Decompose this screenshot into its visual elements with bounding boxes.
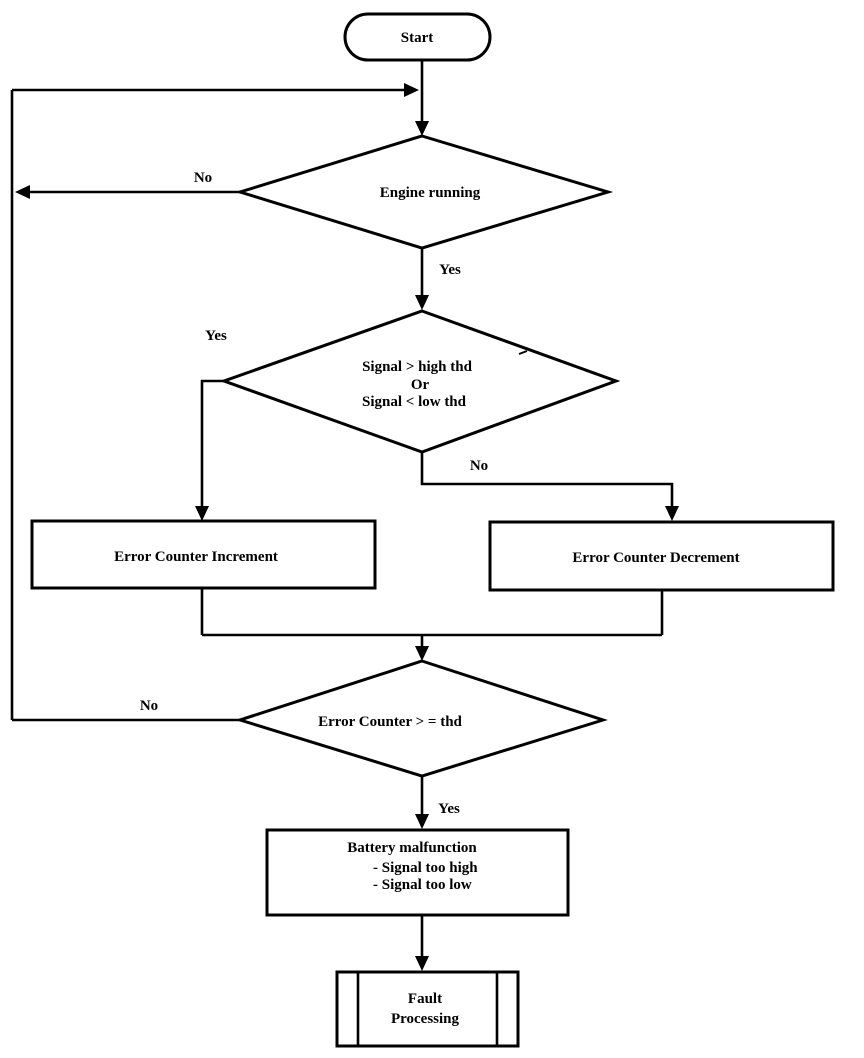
arrowhead-engine-top-icon xyxy=(415,121,429,136)
fault-processing-line2: Processing xyxy=(391,1011,460,1027)
error-counter-threshold-decision xyxy=(235,659,608,778)
error-counter-decrement-label: Error Counter Decrement xyxy=(572,550,739,566)
arrowhead-fault-top-icon xyxy=(415,956,429,971)
start-node xyxy=(343,12,492,62)
arrowhead-engine-no-icon xyxy=(15,185,30,199)
arrowhead-battery-top-icon xyxy=(415,814,429,829)
edge-label-threshold-yes: Yes xyxy=(438,801,460,817)
edge-label-signal-no: No xyxy=(470,458,488,474)
scan-speck-artifact xyxy=(518,350,528,355)
edge-label-signal-yes: Yes xyxy=(205,328,227,344)
connector-signal-no xyxy=(420,452,674,507)
connector-signal-yes xyxy=(200,379,224,507)
error-counter-threshold-label: Error Counter > = thd xyxy=(318,714,462,730)
arrowhead-loop-join-icon xyxy=(404,83,419,97)
start-label: Start xyxy=(401,30,434,46)
battery-malfunction-line2: - Signal too high xyxy=(373,860,478,876)
engine-running-decision xyxy=(234,134,614,250)
arrowhead-decrement-top-icon xyxy=(665,506,679,521)
battery-malfunction-line3: - Signal too low xyxy=(373,877,472,893)
battery-malfunction-box xyxy=(265,828,570,917)
error-counter-increment-label: Error Counter Increment xyxy=(114,549,278,565)
signal-threshold-line2: Or xyxy=(411,377,430,393)
battery-malfunction-line1: Battery malfunction xyxy=(347,840,477,856)
fault-processing-box xyxy=(335,970,520,1048)
edge-label-threshold-no: No xyxy=(140,698,158,714)
edge-label-engine-no: No xyxy=(194,170,212,186)
signal-threshold-line3: Signal < low thd xyxy=(362,394,467,410)
arrowhead-signal-top-icon xyxy=(415,295,429,310)
fault-processing-line1: Fault xyxy=(408,991,442,1007)
error-counter-increment-box xyxy=(30,519,377,590)
arrowhead-threshold-top-icon xyxy=(415,646,429,661)
arrowhead-increment-top-icon xyxy=(195,506,209,521)
engine-running-label: Engine running xyxy=(380,185,481,201)
signal-threshold-line1: Signal > high thd xyxy=(362,359,473,375)
edge-label-engine-yes: Yes xyxy=(439,262,461,278)
error-counter-decrement-box xyxy=(488,520,835,592)
signal-threshold-decision xyxy=(219,309,621,454)
